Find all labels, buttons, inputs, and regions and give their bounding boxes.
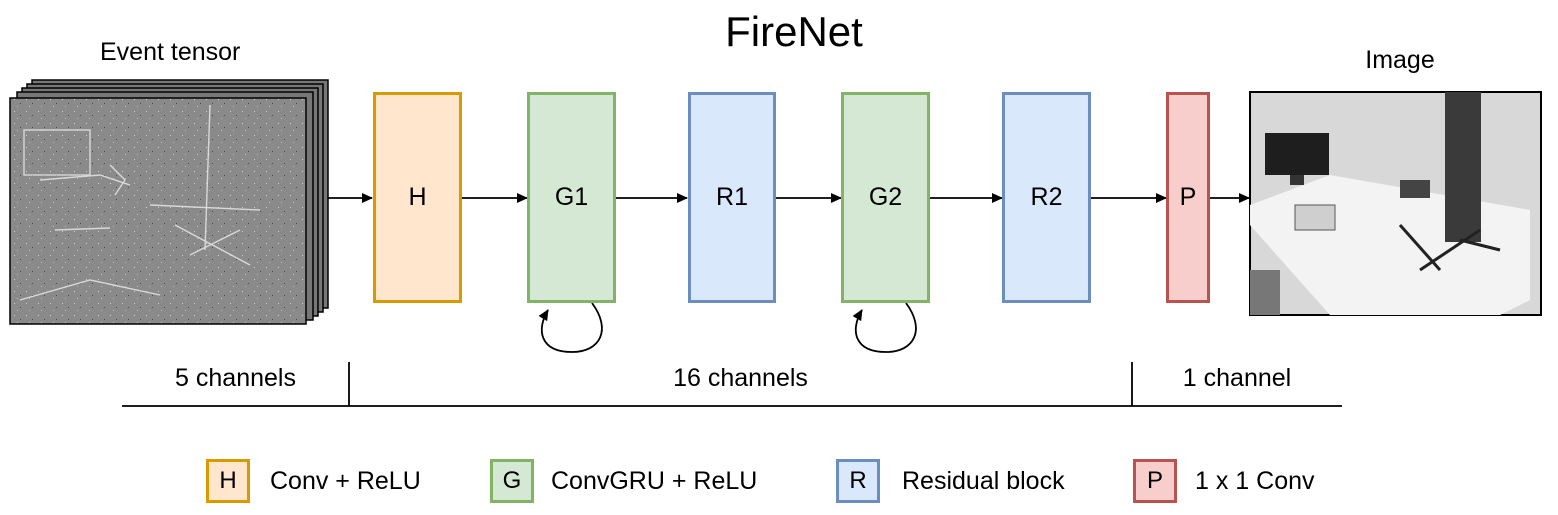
legend-label-p: 1 x 1 Conv [1195, 467, 1315, 495]
channel-label-hidden: 16 channels [673, 364, 808, 392]
block-r1: R1 [688, 92, 776, 303]
block-p: P [1166, 92, 1210, 303]
event-tensor-stack [9, 79, 329, 325]
input-caption: Event tensor [100, 38, 241, 66]
diagram-title: FireNet [725, 8, 863, 55]
legend-swatch-p: P [1133, 459, 1177, 503]
recurrent-loop-g2 [852, 302, 917, 353]
block-r2: R2 [1002, 92, 1091, 303]
block-g2: G2 [841, 92, 930, 303]
legend-label-h: Conv + ReLU [270, 467, 421, 495]
block-h: H [373, 92, 462, 303]
output-caption: Image [1365, 46, 1434, 74]
channel-label-output: 1 channel [1182, 364, 1292, 392]
legend-swatch-r: R [836, 459, 880, 503]
block-g1: G1 [527, 92, 616, 303]
recurrent-loop-g1 [538, 302, 603, 353]
event-frame-front [9, 97, 307, 325]
channel-ruler [122, 362, 1342, 407]
legend-swatch-g: G [490, 459, 534, 503]
legend-label-r: Residual block [902, 467, 1065, 495]
legend-label-g: ConvGRU + ReLU [551, 467, 758, 495]
legend-swatch-h: H [206, 459, 250, 503]
flow-arrows [328, 193, 1250, 353]
output-image [1249, 91, 1542, 316]
channel-label-input: 5 channels [175, 364, 296, 392]
